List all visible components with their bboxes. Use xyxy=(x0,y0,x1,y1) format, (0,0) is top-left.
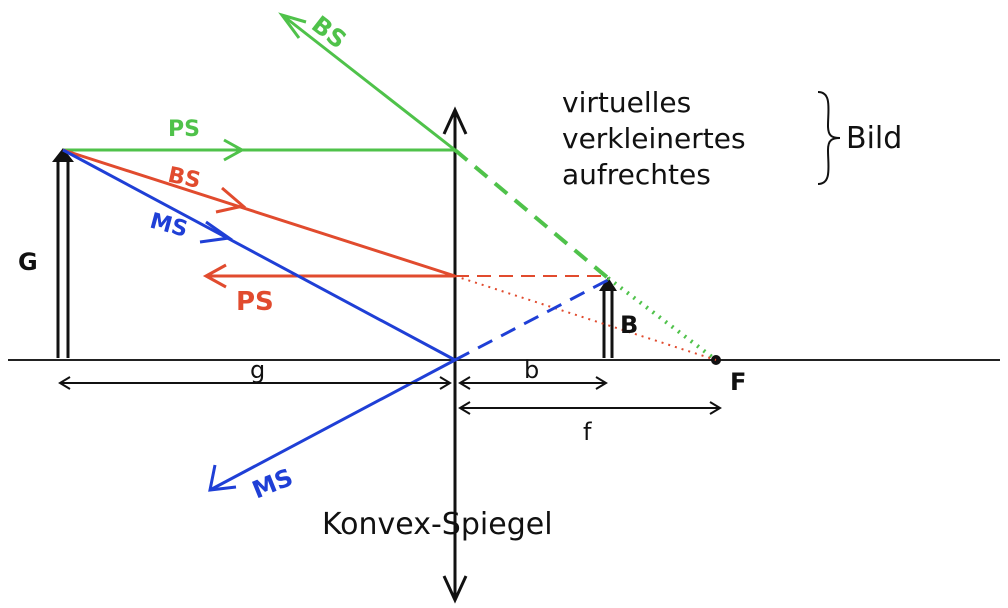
label-G: G xyxy=(18,248,38,276)
label-mirror: Konvex-Spiegel xyxy=(322,507,553,542)
label-bs-green: BS xyxy=(306,10,351,54)
label-bs-red: BS xyxy=(166,163,203,194)
label-ps-green: PS xyxy=(168,117,200,142)
label-B: B xyxy=(620,311,638,339)
convex-mirror xyxy=(442,106,468,604)
label-bild: Bild xyxy=(846,121,902,156)
label-ms-blue-lower: MS xyxy=(248,463,297,504)
red-rays xyxy=(62,148,717,361)
label-f: f xyxy=(583,418,592,446)
blue-rays xyxy=(62,148,609,492)
label-ps-red: PS xyxy=(236,287,274,317)
label-bild-line2: verkleinertes xyxy=(562,122,746,155)
image-arrow-B xyxy=(599,277,617,358)
label-b: b xyxy=(524,356,539,384)
label-bild-line3: aufrechtes xyxy=(562,158,711,191)
object-arrow-G xyxy=(52,148,74,358)
green-rays xyxy=(63,12,718,362)
label-bild-line1: virtuelles xyxy=(562,86,691,119)
brace xyxy=(817,91,841,185)
label-g: g xyxy=(250,356,265,384)
label-F: F xyxy=(730,368,746,396)
